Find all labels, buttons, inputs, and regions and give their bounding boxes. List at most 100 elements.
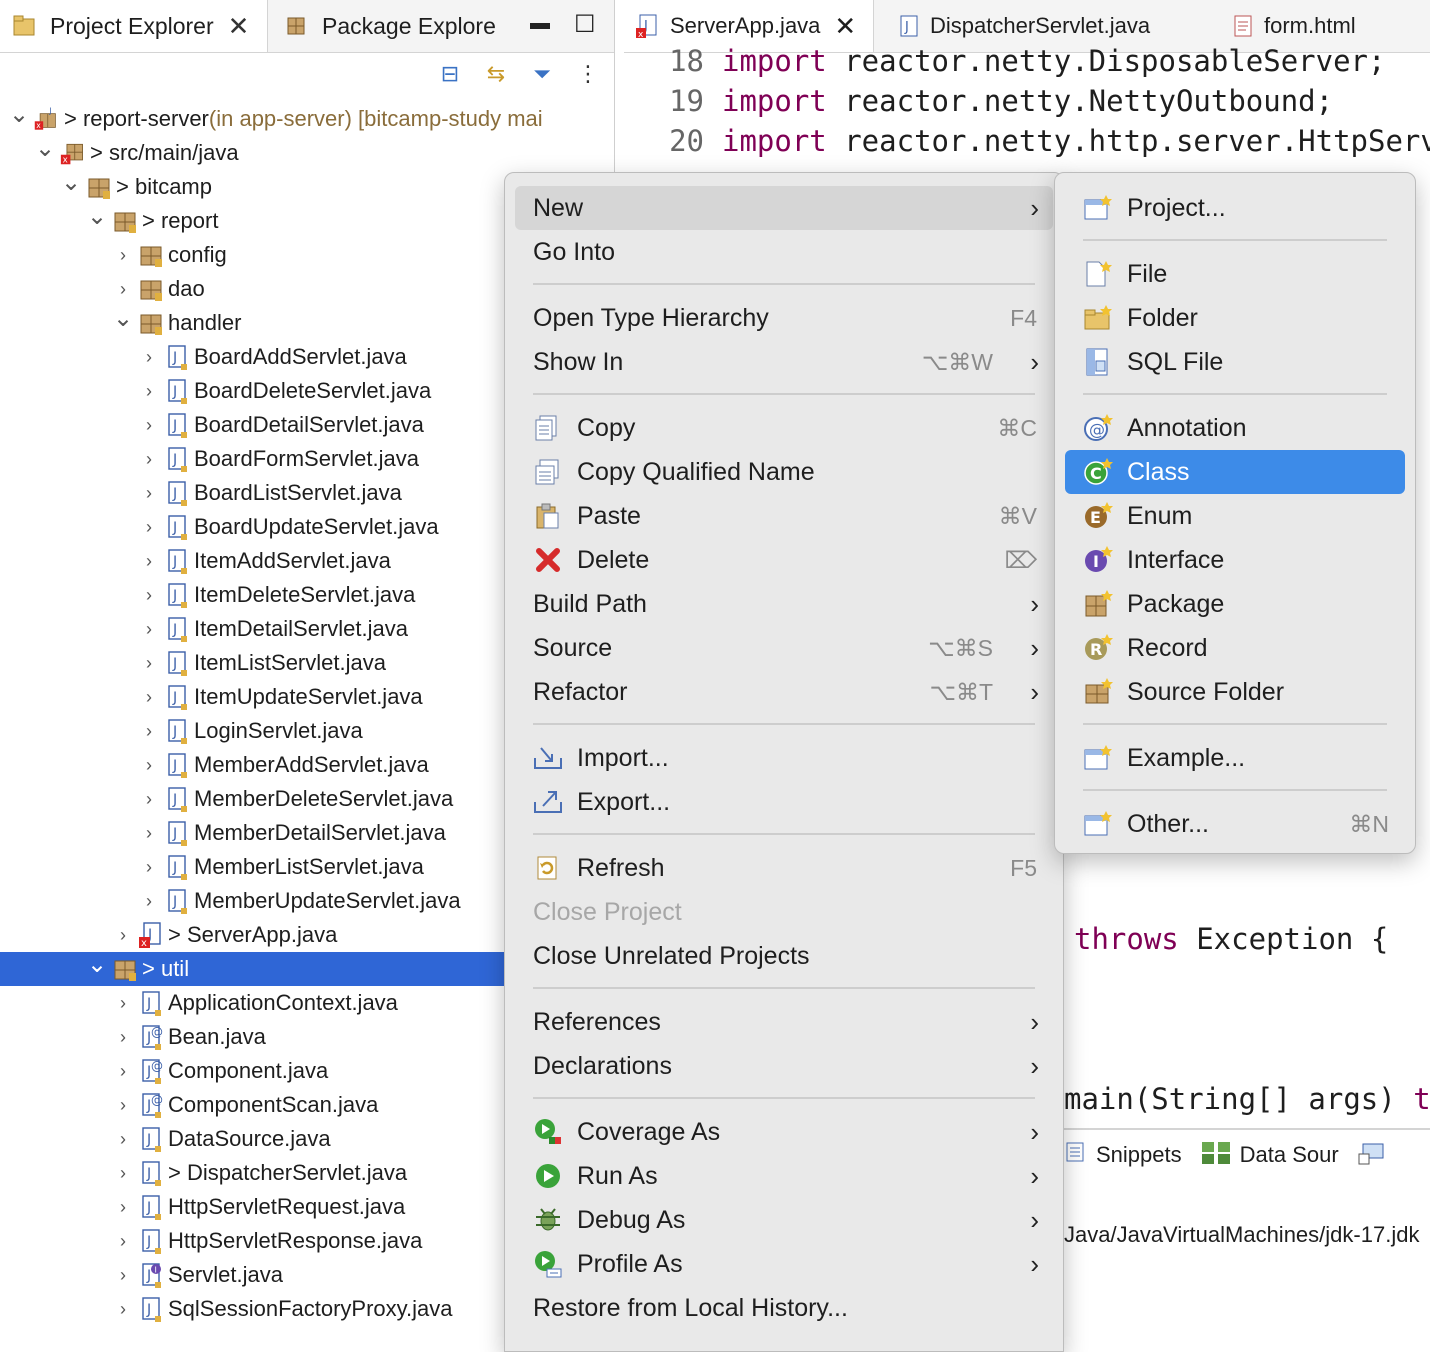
menu-item-sql-file[interactable]: SQL File (1065, 340, 1405, 384)
menu-item-source[interactable]: Source⌥⌘S› (515, 626, 1053, 670)
chevron-right-icon[interactable]: › (120, 1162, 126, 1183)
chevron-right-icon[interactable]: › (146, 788, 152, 809)
menu-item-example[interactable]: Example... (1065, 736, 1405, 780)
menu-item-coverage-as[interactable]: Coverage As› (515, 1110, 1053, 1154)
chevron-right-icon[interactable]: › (146, 686, 152, 707)
chevron-right-icon[interactable]: › (146, 482, 152, 503)
menu-item-paste[interactable]: Paste⌘V (515, 494, 1053, 538)
chevron-right-icon[interactable]: › (120, 1094, 126, 1115)
tab-data-source[interactable]: Data Sour (1200, 1138, 1339, 1172)
chevron-right-icon[interactable]: › (120, 244, 126, 265)
tree-item[interactable]: ›J> DispatcherServlet.java (0, 1156, 614, 1190)
chevron-right-icon[interactable]: › (120, 1264, 126, 1285)
code-line[interactable]: main(String[] args) thro (1064, 1082, 1430, 1116)
tab-snippets[interactable]: Snippets (1064, 1140, 1182, 1170)
chevron-right-icon[interactable]: › (120, 1026, 126, 1047)
tree-item[interactable]: ⌄> bitcamp (0, 169, 614, 204)
tab-package-explorer[interactable]: Package Explore (272, 0, 512, 52)
menu-item-new[interactable]: New› (515, 186, 1053, 230)
menu-item-restore-from-local-history[interactable]: Restore from Local History... (515, 1286, 1053, 1330)
tree-item[interactable]: ›dao (0, 272, 614, 306)
chevron-right-icon[interactable]: › (146, 516, 152, 537)
tab-form-html[interactable]: form.html (1220, 0, 1420, 52)
maximize-icon[interactable]: ☐ (574, 11, 596, 38)
view-menu-icon[interactable]: ⋮ (577, 61, 599, 86)
chevron-right-icon[interactable]: › (120, 1298, 126, 1319)
tab-project-explorer[interactable]: Project Explorer ✕ (0, 0, 268, 52)
chevron-down-icon[interactable]: ⌄ (112, 304, 134, 332)
menu-item-declarations[interactable]: Declarations› (515, 1044, 1053, 1088)
chevron-right-icon[interactable]: › (146, 652, 152, 673)
chevron-down-icon[interactable]: ⌄ (86, 950, 108, 978)
chevron-right-icon[interactable]: › (146, 414, 152, 435)
chevron-right-icon[interactable]: › (146, 856, 152, 877)
chevron-right-icon[interactable]: › (146, 584, 152, 605)
menu-item-copy[interactable]: Copy⌘C (515, 406, 1053, 450)
tree-item[interactable]: ›J@ComponentScan.java (0, 1088, 614, 1122)
minimize-icon[interactable]: ▬ (530, 12, 550, 34)
chevron-down-icon[interactable]: ⌄ (8, 100, 30, 128)
menu-item-annotation[interactable]: @Annotation (1065, 406, 1405, 450)
menu-item-references[interactable]: References› (515, 1000, 1053, 1044)
menu-item-run-as[interactable]: Run As› (515, 1154, 1053, 1198)
chevron-right-icon[interactable]: › (146, 720, 152, 741)
tree-item[interactable]: ⌄x> src/main/java (0, 135, 614, 170)
menu-item-build-path[interactable]: Build Path› (515, 582, 1053, 626)
menu-item-profile-as[interactable]: Profile As› (515, 1242, 1053, 1286)
menu-item-project[interactable]: Project... (1065, 186, 1405, 230)
menu-item-other[interactable]: Other...⌘N (1065, 802, 1405, 846)
menu-item-folder[interactable]: Folder (1065, 296, 1405, 340)
menu-item-file[interactable]: File (1065, 252, 1405, 296)
chevron-right-icon[interactable]: › (146, 618, 152, 639)
link-with-editor-icon[interactable]: ⇆ (486, 61, 506, 86)
chevron-right-icon[interactable]: › (146, 550, 152, 571)
chevron-right-icon[interactable]: › (146, 346, 152, 367)
chevron-right-icon[interactable]: › (146, 380, 152, 401)
menu-item-source-folder[interactable]: Source Folder (1065, 670, 1405, 714)
chevron-right-icon[interactable]: › (120, 1060, 126, 1081)
tree-item[interactable]: ⌄> report (0, 203, 614, 238)
menu-item-go-into[interactable]: Go Into (515, 230, 1053, 274)
chevron-right-icon[interactable]: › (120, 992, 126, 1013)
chevron-right-icon[interactable]: › (120, 1230, 126, 1251)
menu-item-copy-qualified-name[interactable]: Copy Qualified Name (515, 450, 1053, 494)
close-icon[interactable]: ✕ (834, 10, 857, 41)
tab-dispatcherservlet[interactable]: J DispatcherServlet.java (886, 0, 1186, 52)
chevron-right-icon[interactable]: › (146, 754, 152, 775)
close-icon[interactable]: ✕ (227, 10, 250, 41)
code-line[interactable]: throws Exception { (1074, 922, 1388, 956)
tree-item[interactable]: ⌄handler (0, 304, 614, 340)
console-icon[interactable] (1357, 1142, 1385, 1168)
menu-item-export[interactable]: Export... (515, 780, 1053, 824)
chevron-right-icon[interactable]: › (146, 822, 152, 843)
